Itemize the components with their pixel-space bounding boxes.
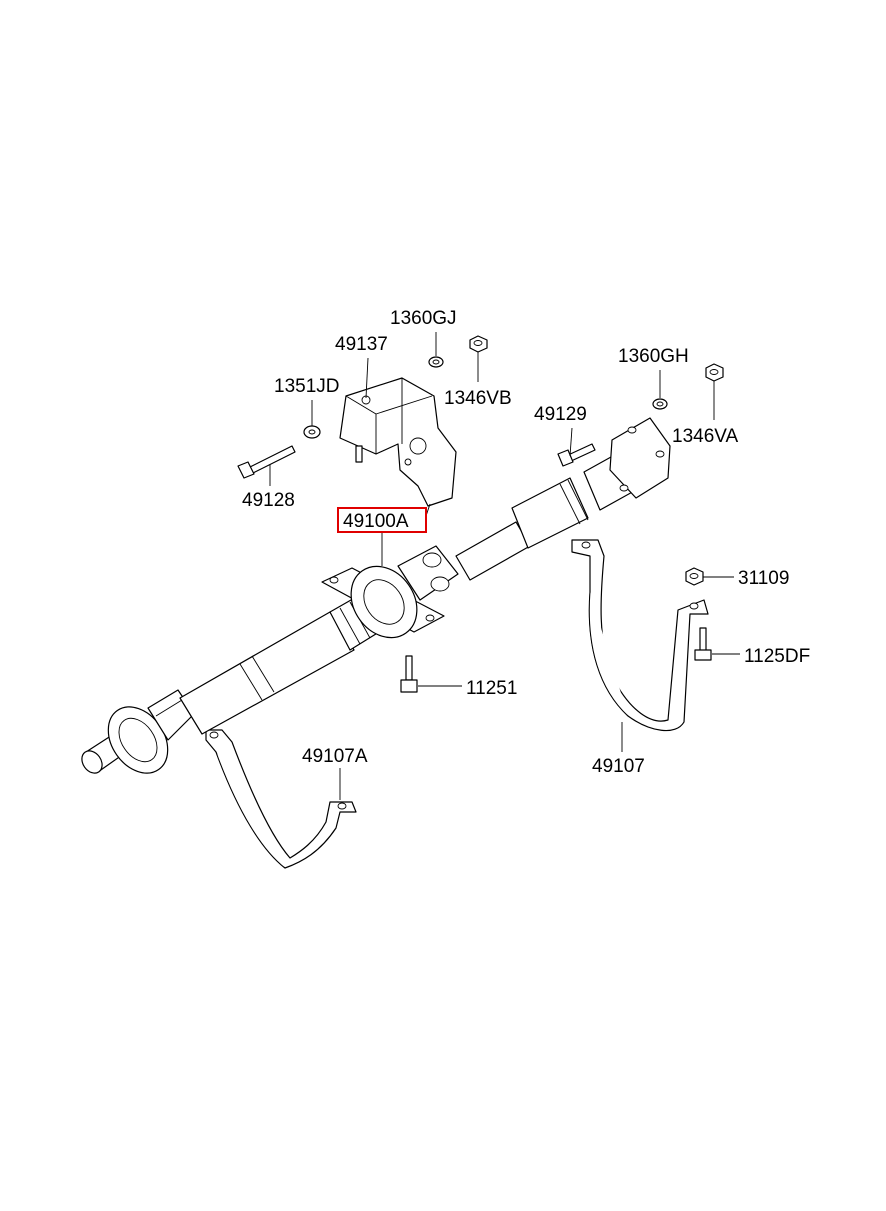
propeller-shaft-assembly[interactable] (78, 417, 671, 784)
nut-1346va[interactable] (705, 363, 724, 382)
label-1346vb[interactable]: 1346VB (444, 388, 512, 409)
leader-lines (269, 332, 740, 800)
heat-shield-bracket-49107[interactable] (571, 539, 709, 732)
bolt-1125df[interactable] (694, 627, 712, 661)
nut-31109[interactable] (685, 567, 704, 586)
washer-1360gj[interactable] (428, 356, 444, 368)
label-1125df[interactable]: 1125DF (744, 646, 810, 667)
bolt-11251[interactable] (400, 655, 418, 693)
part-labels: 1360GJ 49137 1351JD 1346VB 1360GH 49129 … (242, 308, 810, 777)
bolt-49128[interactable] (237, 445, 296, 479)
label-49107a[interactable]: 49107A (302, 746, 368, 767)
washer-1351jd[interactable] (303, 425, 321, 439)
bolt-49129[interactable] (557, 443, 596, 467)
washer-1360gh[interactable] (652, 398, 668, 410)
label-49100a[interactable]: 49100A (343, 511, 409, 532)
label-49128[interactable]: 49128 (242, 490, 295, 511)
label-1360gj[interactable]: 1360GJ (390, 308, 457, 329)
highlight-box-49100a (337, 507, 427, 533)
nut-1346vb[interactable] (469, 335, 488, 353)
label-49107[interactable]: 49107 (592, 756, 645, 777)
label-11251[interactable]: 11251 (466, 678, 517, 699)
label-49137[interactable]: 49137 (335, 334, 388, 355)
mounting-bracket-49137[interactable] (339, 377, 457, 507)
label-31109[interactable]: 31109 (738, 568, 789, 589)
label-1351jd[interactable]: 1351JD (274, 376, 340, 397)
heat-shield-bracket-49107a[interactable] (205, 729, 357, 869)
label-49129[interactable]: 49129 (534, 404, 587, 425)
label-1360gh[interactable]: 1360GH (618, 346, 689, 367)
label-1346va[interactable]: 1346VA (672, 426, 739, 447)
